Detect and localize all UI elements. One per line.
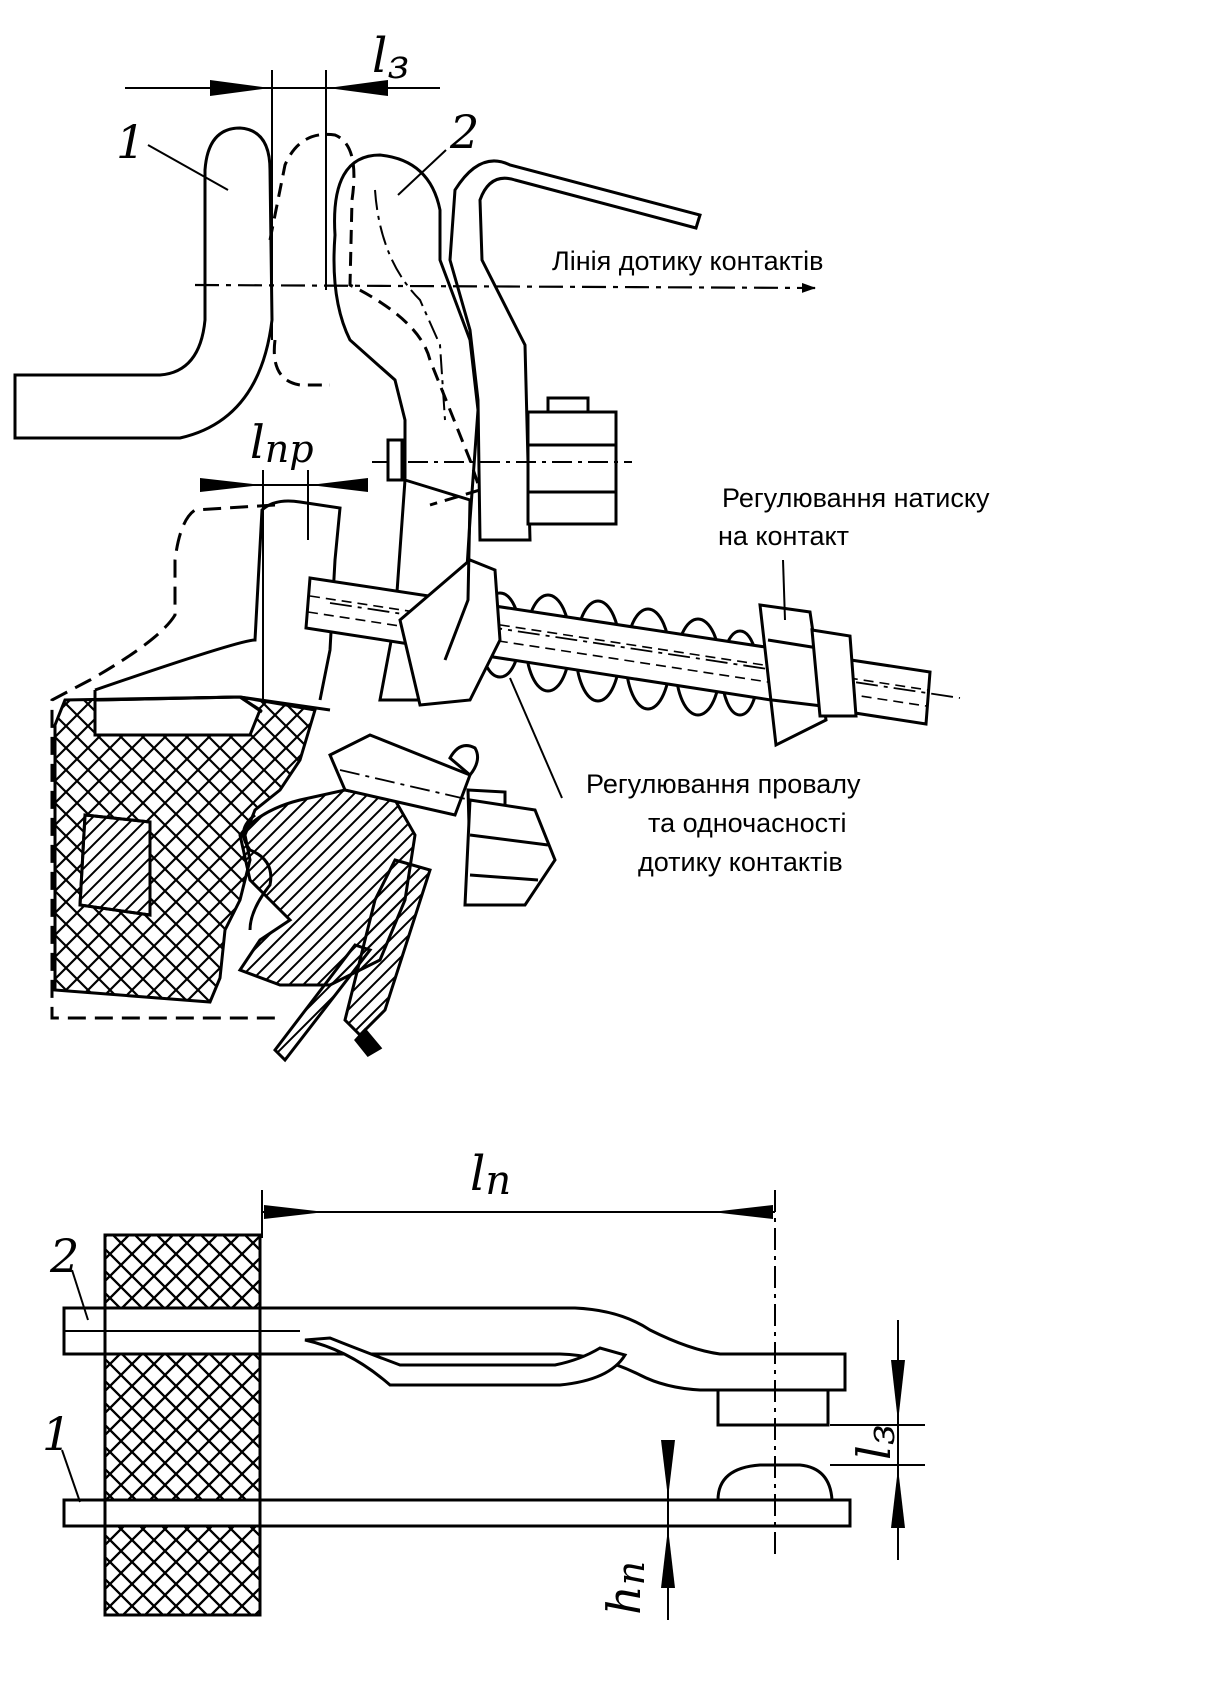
- bottom-part-label-1: 1: [42, 1407, 71, 1461]
- dip-adjust-label-2: та одночасності: [648, 808, 846, 838]
- fixed-contact-1: [13, 126, 274, 440]
- part-label-1: 1: [116, 115, 145, 169]
- bottom-figure-labels: 2 1 lп lз hп: [42, 1146, 903, 1615]
- bottom-leaf-spring: [304, 1336, 628, 1387]
- pressure-adjust-label-2: на контакт: [718, 521, 849, 551]
- length-dimension-label: lп: [470, 1146, 511, 1204]
- bottom-contact-tip-1: [716, 1463, 834, 1502]
- top-figure-labels: 1 2 lз lпр Лінія дотику контактів Регулю…: [116, 28, 990, 877]
- part-label-2: 2: [449, 105, 479, 159]
- bottom-contact-tip-2: [716, 1388, 830, 1427]
- bottom-fixed-contact-1: [62, 1498, 852, 1528]
- dip-adjust-label-3: дотику контактів: [638, 847, 843, 877]
- contact-line-label: Лінія дотику контактів: [552, 246, 823, 276]
- pressure-adjust-nut: [758, 603, 858, 748]
- press-dimension-label: lпр: [250, 415, 314, 471]
- h-dimension-label: hп: [597, 1561, 653, 1615]
- dip-adjust-bolt: [328, 733, 557, 907]
- bottom-part-label-2: 2: [49, 1229, 79, 1283]
- top-figure: [13, 70, 961, 1063]
- holder-dashed-outline: [50, 503, 280, 1020]
- gap-dimension-label-bottom: lз: [847, 1425, 903, 1460]
- dip-adjust-label-1: Регулювання провалу: [586, 769, 861, 799]
- moving-contact-2: [332, 153, 480, 702]
- bottom-figure: [61, 1190, 925, 1620]
- holder-body: [94, 499, 342, 701]
- pressure-adjust-label-1: Регулювання натиску: [722, 483, 990, 513]
- gap-dimension-label: lз: [372, 28, 409, 88]
- contact-alt-position: [268, 132, 482, 507]
